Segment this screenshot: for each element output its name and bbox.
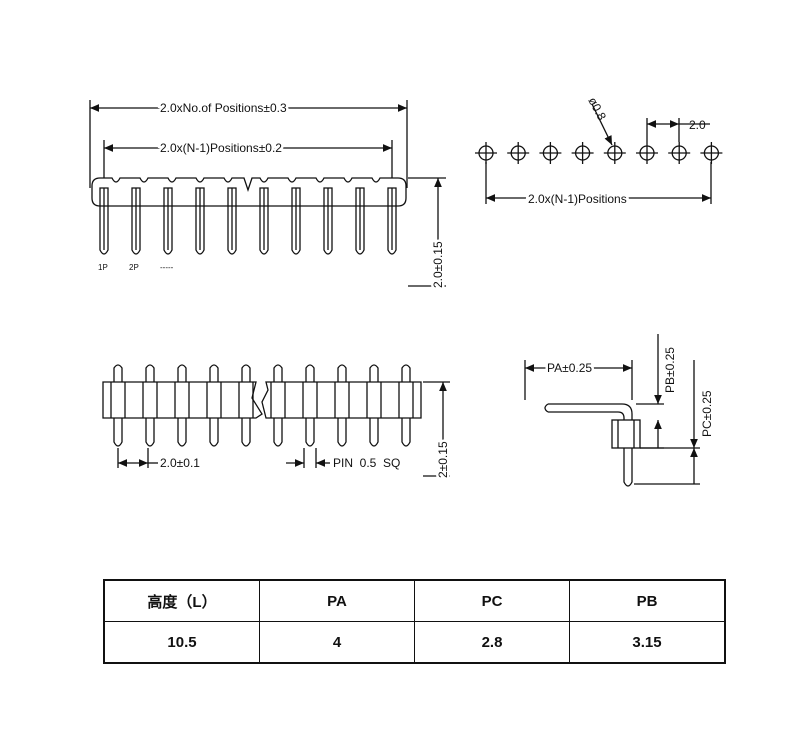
- pin: [195, 187, 205, 255]
- pin-bottom: [177, 418, 187, 447]
- table-cell: 2.8: [414, 621, 570, 664]
- pin-top: [113, 364, 123, 382]
- table-header-cell: PB: [569, 579, 726, 622]
- table-row: 10.5 4 2.8 3.15: [103, 621, 726, 664]
- pin: [131, 187, 141, 255]
- front-pins: [99, 187, 397, 255]
- top-hole-dia-dim: ø0.8: [585, 95, 609, 123]
- pin-bottom: [273, 418, 283, 447]
- pin-top: [305, 364, 315, 382]
- bottom-height-dim: 2±0.15: [436, 441, 450, 478]
- pin-bottom: [305, 418, 315, 447]
- pin: [387, 187, 397, 255]
- table-header-cell: PC: [414, 579, 570, 622]
- front-view: [89, 100, 446, 287]
- pin-bottom: [337, 418, 347, 447]
- pin-top: [401, 364, 411, 382]
- table-cell: 4: [259, 621, 415, 664]
- side-pb-dim: PB±0.25: [663, 347, 677, 393]
- table-header-cell: 高度（L）: [103, 579, 260, 622]
- front-pin-label-1p: 1P: [98, 263, 108, 272]
- pin-top: [241, 364, 251, 382]
- pin-top: [369, 364, 379, 382]
- table-header-cell: PA: [259, 579, 415, 622]
- pin: [323, 187, 333, 255]
- front-pin-label-2p: 2P: [129, 263, 139, 272]
- bottom-view: [102, 381, 450, 477]
- top-view-dims: [485, 103, 712, 204]
- top-span-dim: 2.0x(N-1)Positions: [528, 192, 627, 206]
- pin-bottom: [209, 418, 219, 447]
- bottom-pitch-dim: 2.0±0.1: [160, 456, 200, 470]
- pin-bottom: [369, 418, 379, 447]
- pin: [355, 187, 365, 255]
- pin-bottom: [145, 418, 155, 447]
- side-pa-dim: PA±0.25: [547, 361, 592, 375]
- top-view-holes: [475, 142, 723, 164]
- spec-table: 高度（L） PA PC PB 10.5 4 2.8 3.15: [103, 579, 726, 664]
- side-view: [524, 334, 700, 487]
- table-header-row: 高度（L） PA PC PB: [103, 579, 726, 622]
- front-height-dim: 2.0±0.15: [431, 241, 445, 288]
- pin-top: [337, 364, 347, 382]
- pin-top: [273, 364, 283, 382]
- pin-top: [209, 364, 219, 382]
- pin-top: [145, 364, 155, 382]
- side-pc-dim: PC±0.25: [700, 390, 714, 437]
- connector-drawing: 2.0xNo.of Positions±0.3 2.0x(N-1)Positio…: [89, 95, 723, 487]
- front-pitch-span-dim: 2.0x(N-1)Positions±0.2: [160, 141, 282, 155]
- top-pitch-dim: 2.0: [689, 118, 706, 132]
- pin: [227, 187, 237, 255]
- pin-bottom: [401, 418, 411, 447]
- front-overall-length-dim: 2.0xNo.of Positions±0.3: [160, 101, 287, 115]
- pin: [291, 187, 301, 255]
- table-cell: 10.5: [103, 621, 260, 664]
- pin-top: [177, 364, 187, 382]
- pin-bottom: [241, 418, 251, 447]
- pin-bottom: [113, 418, 123, 447]
- pin: [163, 187, 173, 255]
- table-cell: 3.15: [569, 621, 726, 664]
- front-pin-label-dashes: -----: [160, 263, 174, 272]
- pin: [259, 187, 269, 255]
- bottom-pins: [110, 364, 414, 447]
- pin: [99, 187, 109, 255]
- bottom-pin-size-dim: PIN 0.5 SQ: [333, 456, 400, 470]
